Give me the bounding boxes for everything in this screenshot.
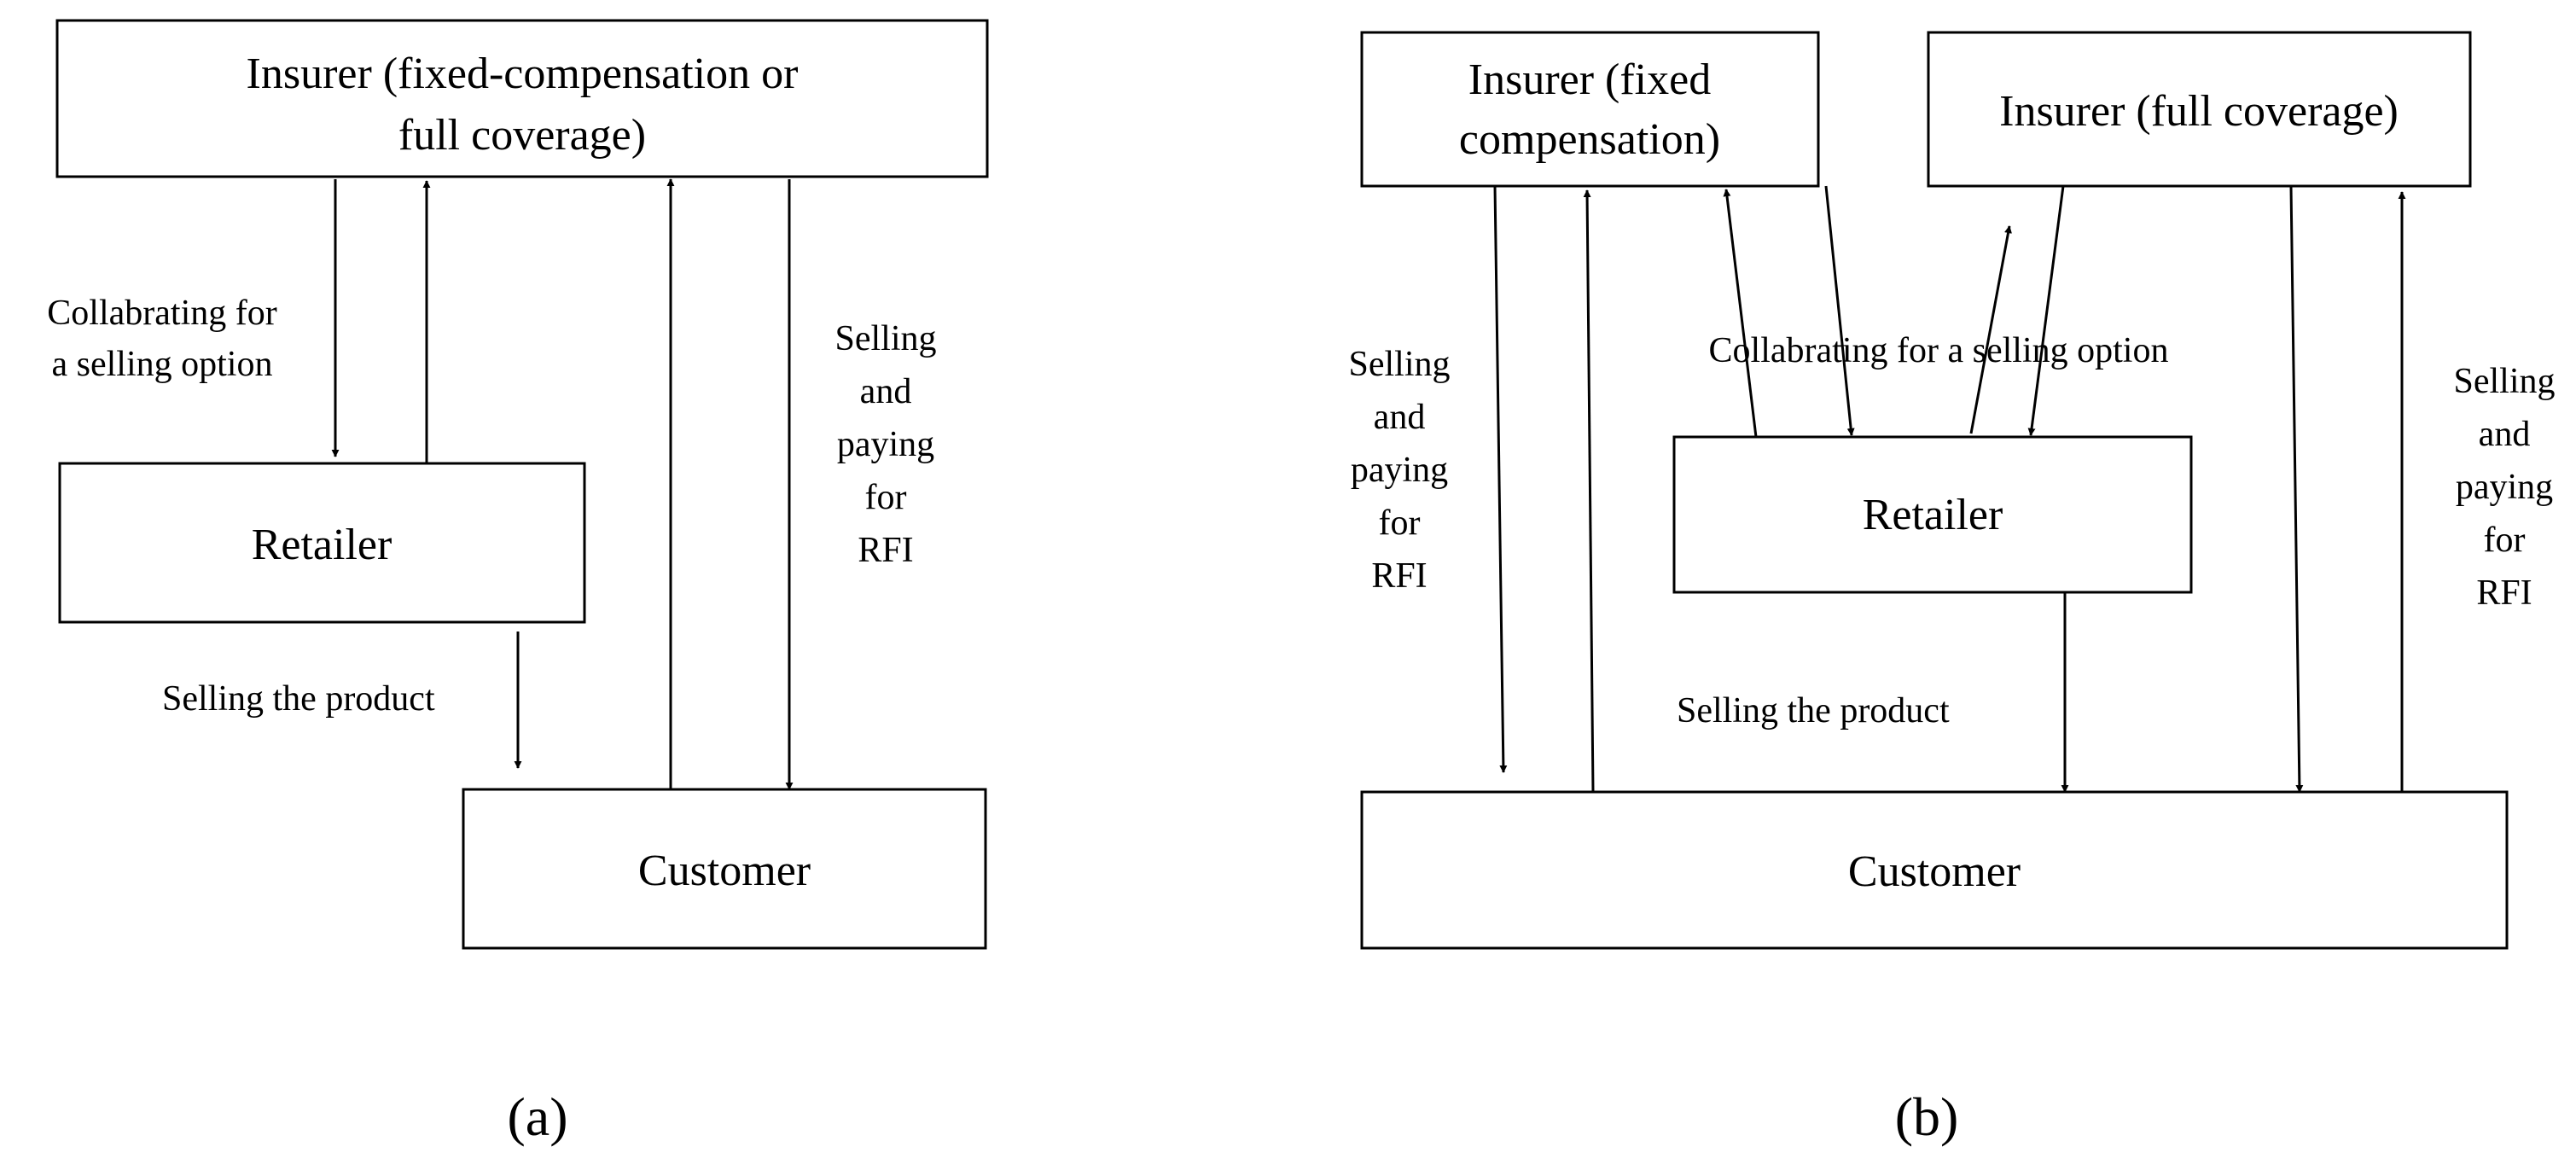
rfi-label-a-line4: for — [865, 478, 907, 517]
rfi-left-label-b-line3: paying — [1351, 451, 1448, 490]
retailer-label-a: Retailer — [252, 521, 393, 569]
panel-tag-b: (b) — [1895, 1086, 1959, 1147]
arrow-customer-to-insurer-fixed-b — [1583, 189, 1595, 793]
insurer-fixed-label-b-line1: Insurer (fixed — [1468, 55, 1711, 104]
insurer-fixed-box-b — [1360, 31, 1820, 188]
rfi-left-label-b-line1: Selling — [1348, 345, 1450, 384]
rfi-label-a-line2: and — [860, 372, 912, 411]
rfi-right-label-b-line3: paying — [2456, 468, 2553, 507]
rfi-right-label-b-line5: RFI — [2476, 573, 2532, 613]
rfi-label-a-line1: Selling — [834, 319, 936, 358]
collab-label-a-line1: Collabrating for — [47, 294, 276, 333]
retailer-label-b: Retailer — [1863, 491, 2003, 539]
customer-label-a: Customer — [638, 847, 811, 895]
rfi-right-label-b-line1: Selling — [2453, 362, 2555, 401]
rfi-left-label-b-line4: for — [1379, 504, 1421, 543]
insurer-label-a-line2: full coverage) — [398, 111, 646, 160]
insurer-full-label-b: Insurer (full coverage) — [1999, 87, 2399, 136]
rfi-left-label-b-line5: RFI — [1371, 556, 1427, 596]
rfi-right-label-b-line4: for — [2484, 521, 2526, 560]
panel-tag-a: (a) — [507, 1086, 567, 1147]
retailer-box-b — [1672, 435, 2193, 594]
selling-product-label-a: Selling the product — [162, 679, 435, 719]
customer-box-a — [462, 788, 987, 950]
collab-label-b: Collabrating for a selling option — [1709, 331, 2169, 370]
arrow-retailer-to-insurer-fixed-b — [1723, 189, 1758, 438]
rfi-right-label-b-line2: and — [2479, 415, 2531, 454]
panel-b: Insurer (fixed compensation) Insurer (fu… — [1348, 31, 2556, 1147]
arrow-insurer-full-to-customer-b — [2289, 185, 2304, 793]
arrow-insurer-fixed-to-retailer-b — [1824, 185, 1855, 436]
customer-label-b: Customer — [1848, 847, 2021, 896]
insurer-label-a-line1: Insurer (fixed-compensation or — [247, 49, 799, 98]
rfi-left-label-b-line2: and — [1374, 398, 1426, 437]
retailer-box-a — [58, 462, 586, 624]
insurer-fixed-label-b-line2: compensation) — [1459, 115, 1720, 164]
customer-box-b — [1360, 790, 2509, 950]
rfi-label-a-line5: RFI — [858, 531, 913, 570]
selling-product-label-b: Selling the product — [1677, 691, 1950, 731]
insurer-box-a — [55, 19, 989, 178]
insurer-full-box-b — [1927, 31, 2472, 188]
arrow-retailer-to-insurer-full-b — [1969, 225, 2012, 434]
arrow-insurer-fixed-to-customer-b — [1493, 185, 1508, 773]
arrow-insurer-full-to-retailer-b — [2027, 185, 2065, 436]
collab-label-a-line2: a selling option — [52, 345, 273, 384]
rfi-label-a-line3: paying — [837, 425, 934, 464]
panel-a: Insurer (fixed-compensation or full cove… — [47, 19, 989, 1147]
